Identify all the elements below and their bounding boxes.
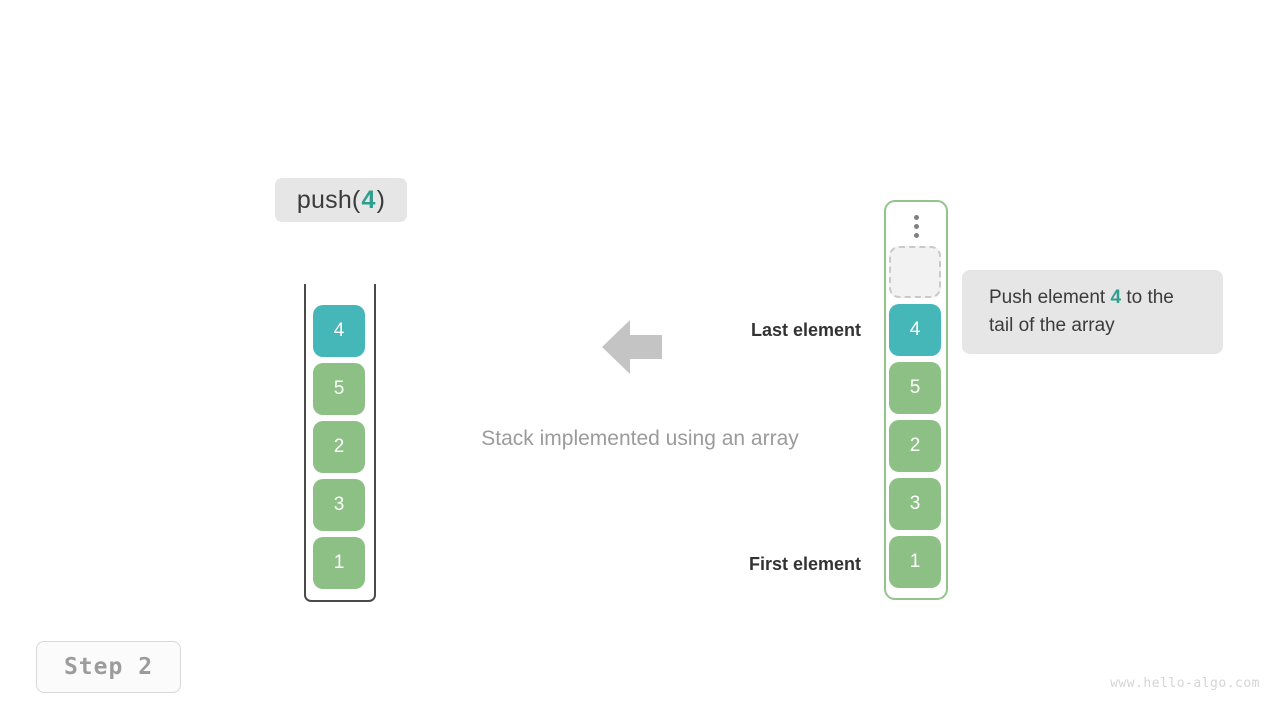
stack-cell: 1 — [313, 537, 365, 589]
operation-value: 4 — [361, 185, 376, 214]
array-empty-slot — [889, 246, 941, 298]
stack-cell: 4 — [313, 305, 365, 357]
ellipsis-dot — [913, 232, 919, 238]
stack-cell: 2 — [313, 421, 365, 473]
tooltip: Push element 4 to the tail of the array — [962, 270, 1223, 354]
tooltip-text-before: Push element — [989, 287, 1111, 308]
stack-container — [304, 284, 376, 602]
array-cell: 2 — [889, 420, 941, 472]
ellipsis-dot — [913, 223, 919, 229]
last-element-label: Last element — [750, 320, 861, 340]
first-element-label: First element — [748, 554, 861, 574]
array-cell: 5 — [889, 362, 941, 414]
left-arrow-icon — [602, 318, 662, 376]
array-cell: 4 — [889, 304, 941, 356]
ellipsis-dot — [913, 214, 919, 220]
array-cell-list: 4 5 2 3 1 — [889, 246, 943, 588]
tooltip-highlight: 4 — [1110, 287, 1122, 308]
operation-prefix: push( — [296, 185, 361, 214]
array-cell: 1 — [889, 536, 941, 588]
stack-caption: Stack implemented using an array — [481, 427, 799, 450]
array-cell: 3 — [889, 478, 941, 530]
vertical-ellipsis-icon — [884, 210, 948, 242]
array-container — [884, 200, 948, 600]
stack-cell: 3 — [313, 479, 365, 531]
stack-cell: 5 — [313, 363, 365, 415]
operation-suffix: ) — [376, 185, 386, 214]
tooltip-text: Push element 4 to the tail of the array — [989, 284, 1196, 340]
stack-cell-list: 4 5 2 3 1 — [313, 305, 367, 589]
step-badge: Step 2 — [36, 641, 181, 693]
watermark: www.hello-algo.com — [1110, 676, 1260, 691]
tooltip-text-after: to the tail of the array — [989, 287, 1174, 336]
operation-label: push(4) — [275, 178, 407, 222]
